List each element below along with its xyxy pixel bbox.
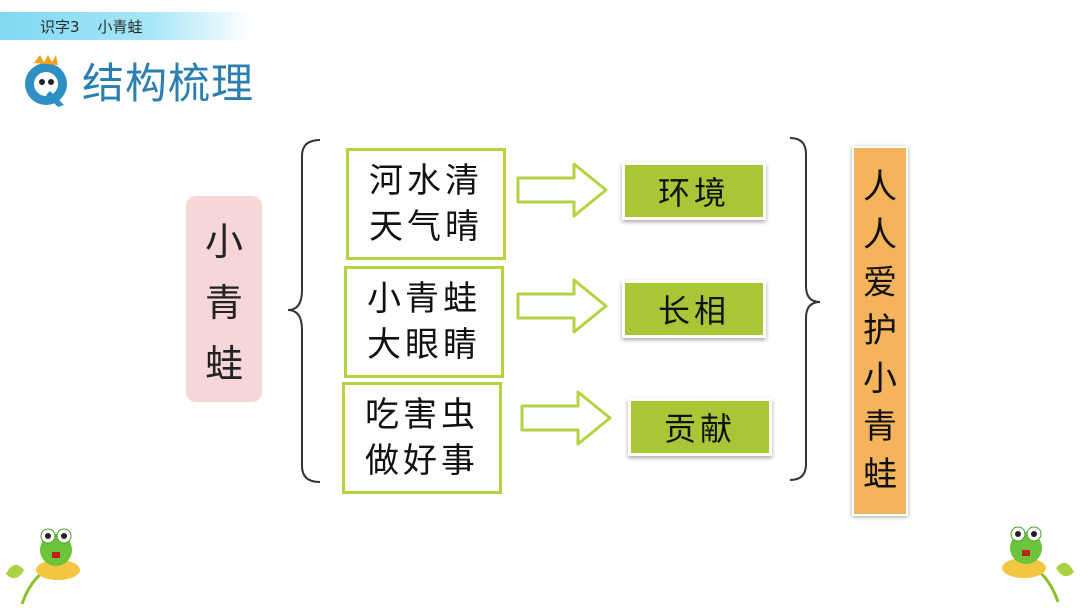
conclusion-char: 蛙 [863, 455, 897, 495]
phrase-box-1: 河水清 天气晴 [346, 148, 506, 260]
left-brace [287, 139, 321, 483]
conclusion-char: 小 [863, 359, 897, 399]
conclusion-char: 人 [863, 215, 897, 255]
main-topic-char: 蛙 [204, 341, 243, 386]
phrase-line: 天气晴 [369, 207, 483, 247]
right-brace [789, 137, 821, 481]
page-title: 结构梳理 [82, 59, 255, 108]
label-box-1: 环境 [622, 162, 766, 220]
conclusion-char: 青 [863, 407, 897, 447]
main-topic-char: 青 [204, 280, 243, 325]
label-text: 贡献 [663, 410, 736, 448]
frog-decoration-icon [1002, 526, 1074, 602]
q-mascot-icon [20, 53, 72, 109]
conclusion-char: 爱 [863, 263, 897, 303]
phrase-box-2: 小青蛙 大眼睛 [344, 266, 504, 378]
section-heading: 结构梳理 [20, 50, 254, 111]
label-text: 长相 [657, 292, 730, 330]
phrase-box-3: 吃害虫 做好事 [342, 382, 502, 494]
lesson-header-bar: 识字3 小青蛙 [0, 12, 252, 40]
arrow-right-icon [520, 390, 612, 446]
lesson-number: 识字3 [40, 17, 80, 36]
phrase-line: 吃害虫 [365, 395, 479, 435]
label-text: 环境 [657, 174, 730, 212]
arrow-right-icon [516, 278, 608, 334]
phrase-line: 大眼睛 [367, 325, 481, 365]
conclusion-char: 护 [863, 311, 897, 351]
phrase-line: 做好事 [365, 441, 479, 481]
phrase-line: 小青蛙 [367, 279, 481, 319]
main-topic-char: 小 [204, 219, 243, 264]
lesson-title: 小青蛙 [97, 17, 143, 36]
arrow-right-icon [516, 162, 608, 218]
conclusion-box: 人 人 爱 护 小 青 蛙 [852, 146, 908, 516]
label-box-3: 贡献 [628, 398, 772, 456]
conclusion-char: 人 [863, 167, 897, 207]
phrase-line: 河水清 [369, 161, 483, 201]
frog-decoration-icon [6, 528, 80, 604]
main-topic-box: 小 青 蛙 [186, 196, 262, 402]
label-box-2: 长相 [622, 280, 766, 338]
